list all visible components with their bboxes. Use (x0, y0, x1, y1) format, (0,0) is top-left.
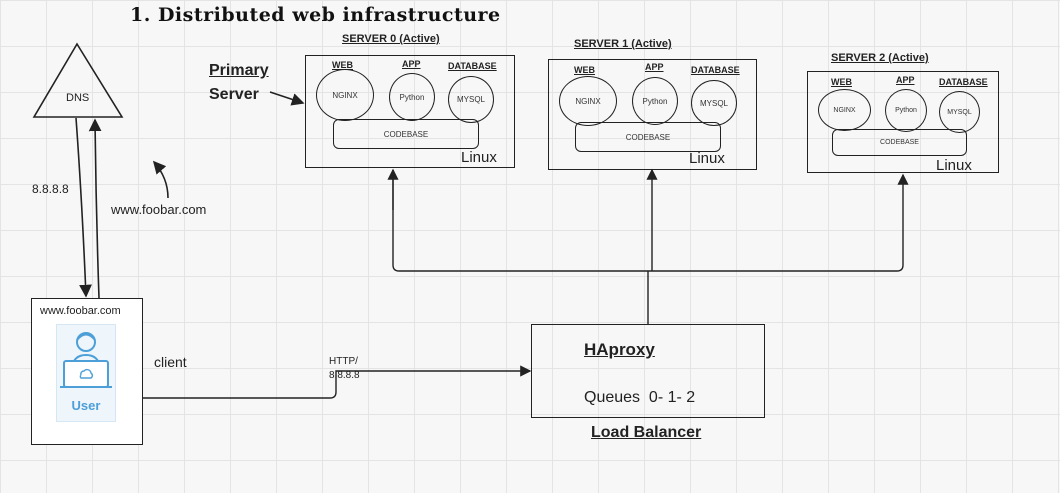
primary-line2: Server (209, 86, 259, 103)
server2-db-header: DATABASE (939, 77, 988, 87)
server1-codebase[interactable]: CODEBASE (575, 122, 721, 152)
dns-label: DNS (66, 92, 90, 104)
server0-box[interactable] (305, 55, 515, 168)
server0-codebase[interactable]: CODEBASE (333, 119, 479, 149)
server0-nginx[interactable]: NGINX (316, 69, 374, 121)
server0-web-header: WEB (332, 60, 353, 70)
server1-db-header: DATABASE (691, 65, 740, 75)
server1-web-header: WEB (574, 65, 595, 75)
client-label: client (154, 354, 187, 370)
server2-mysql-label: MYSQL (947, 108, 972, 116)
user-icon (60, 332, 112, 388)
server2-mysql[interactable]: MYSQL (939, 91, 980, 133)
dns-triangle[interactable] (32, 42, 124, 118)
server1-codebase-label: CODEBASE (625, 132, 671, 142)
dns-to-user-arrow (75, 117, 92, 298)
server0-app-header: APP (402, 59, 421, 69)
server0-nginx-label: NGINX (332, 90, 358, 100)
lb-caption: Load Balancer (591, 424, 702, 441)
client-to-lb-line (142, 365, 532, 399)
server0-title: SERVER 0 (Active) (342, 33, 440, 45)
primary-line1: Primary (209, 62, 269, 79)
server0-mysql[interactable]: MYSQL (448, 76, 494, 123)
client-domain-label: www.foobar.com (40, 305, 121, 317)
http-label-line1: HTTP/ (329, 356, 358, 367)
server0-codebase-label: CODEBASE (383, 129, 429, 139)
server2-nginx[interactable]: NGINX (818, 89, 871, 131)
distribution-bus (392, 170, 909, 272)
dns-ip-label: 8.8.8.8 (32, 182, 69, 196)
server2-codebase[interactable]: CODEBASE (832, 129, 967, 156)
server2-app-header: APP (896, 75, 915, 85)
server1-python[interactable]: Python (632, 77, 678, 125)
user-label: User (71, 398, 101, 413)
server1-title: SERVER 1 (Active) (574, 38, 672, 50)
server0-db-header: DATABASE (448, 61, 497, 71)
server1-box[interactable] (548, 59, 757, 170)
server1-mysql[interactable]: MYSQL (691, 80, 737, 126)
server0-mysql-label: MYSQL (456, 95, 485, 104)
lb-name: HAproxy (584, 340, 655, 359)
server2-title: SERVER 2 (Active) (831, 52, 929, 64)
server2-codebase-label: CODEBASE (880, 139, 919, 146)
lb-queues: Queues 0- 1- 2 (584, 389, 696, 406)
server2-web-header: WEB (831, 77, 852, 87)
server0-os: Linux (461, 149, 497, 166)
server1-nginx-label: NGINX (575, 96, 601, 106)
primary-server-label: Primary Server (209, 59, 269, 107)
dns-domain-label: www.foobar.com (111, 202, 207, 217)
server1-os: Linux (689, 150, 725, 167)
http-label-line2: 8.8.8.8 (329, 370, 360, 381)
user-to-dns-arrow (88, 118, 102, 299)
server0-python-label: Python (399, 92, 425, 102)
server2-python[interactable]: Python (885, 89, 927, 132)
user-card[interactable]: User (56, 324, 116, 422)
diagram-title: 1. Distributed web infrastructure (130, 4, 501, 26)
server2-box[interactable] (807, 71, 999, 173)
http-label: HTTP/ 8.8.8.8 (329, 355, 360, 383)
server2-nginx-label: NGINX (833, 106, 856, 114)
server1-nginx[interactable]: NGINX (559, 76, 617, 126)
server1-app-header: APP (645, 62, 664, 72)
primary-arrow (269, 91, 305, 106)
server1-python-label: Python (642, 96, 668, 106)
server2-python-label: Python (895, 107, 917, 114)
server1-mysql-label: MYSQL (699, 98, 728, 108)
load-balancer-box[interactable] (531, 324, 765, 418)
server2-os: Linux (936, 157, 972, 174)
server0-python[interactable]: Python (389, 73, 435, 121)
annotation-arrow (152, 160, 169, 199)
